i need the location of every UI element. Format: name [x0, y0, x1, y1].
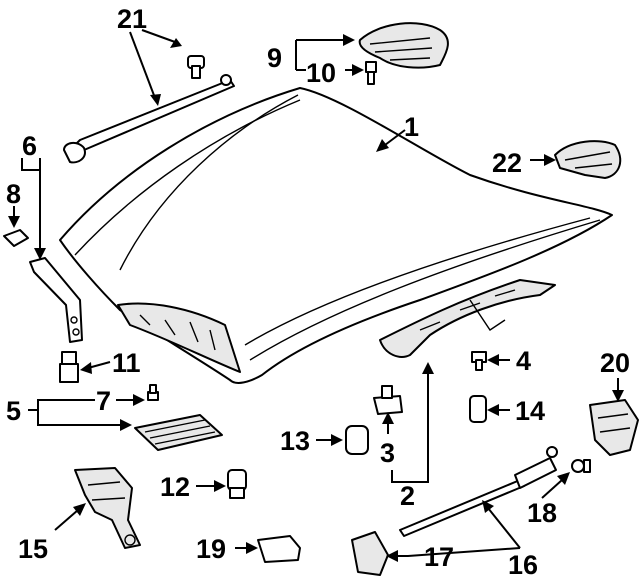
- callout-1: 1: [404, 112, 419, 142]
- callout-20: 20: [600, 348, 630, 378]
- bracket-clip: [365, 61, 377, 85]
- callout-21: 21: [117, 4, 147, 34]
- leader-lines: [8, 29, 624, 562]
- hinge-bolt: [3, 229, 29, 247]
- callout-22: 22: [492, 148, 522, 178]
- screw-7: [147, 384, 159, 401]
- callout-19: 19: [196, 534, 226, 564]
- callout-3: 3: [380, 438, 395, 468]
- callout-2: 2: [400, 481, 415, 511]
- hood-prop-rod: [399, 446, 558, 537]
- callout-17: 17: [424, 542, 454, 572]
- callout-15: 15: [18, 534, 48, 564]
- callout-18: 18: [527, 498, 557, 528]
- callout-11: 11: [112, 348, 141, 378]
- hinge-bracket-22: [554, 140, 622, 179]
- callout-4: 4: [516, 346, 531, 376]
- callout-13: 13: [280, 426, 310, 456]
- hood-support-strut: [63, 74, 235, 164]
- hood-panel: [59, 87, 613, 384]
- clip-3: [373, 385, 403, 415]
- callout-12: 12: [160, 472, 190, 502]
- lock-20: [589, 399, 639, 456]
- clip-4: [471, 351, 487, 371]
- callout-10: 10: [306, 58, 336, 88]
- strut-bolt: [187, 55, 205, 79]
- callout-6: 6: [22, 131, 37, 161]
- callout-14: 14: [515, 396, 545, 426]
- stop-13: [345, 425, 369, 455]
- callout-labels: 21 9 10 1 22 6 8 11 7 5 12 15 19 13 3 2 …: [6, 4, 630, 579]
- holder-17: [351, 531, 389, 576]
- latch-15: [74, 467, 141, 549]
- grommet-18: [571, 459, 591, 473]
- hood-insulator-bracket: [358, 22, 449, 69]
- callout-8: 8: [6, 179, 21, 209]
- bumper-stop-12: [227, 469, 247, 499]
- handle-19: [257, 535, 301, 563]
- callout-5: 5: [6, 396, 21, 426]
- seal-5: [134, 414, 223, 451]
- callout-16: 16: [508, 550, 538, 579]
- bumper-stop-11: [59, 351, 79, 383]
- stop-14: [469, 395, 487, 423]
- callout-9: 9: [267, 43, 282, 73]
- callout-7: 7: [96, 386, 111, 416]
- hood-hinge: [29, 257, 83, 343]
